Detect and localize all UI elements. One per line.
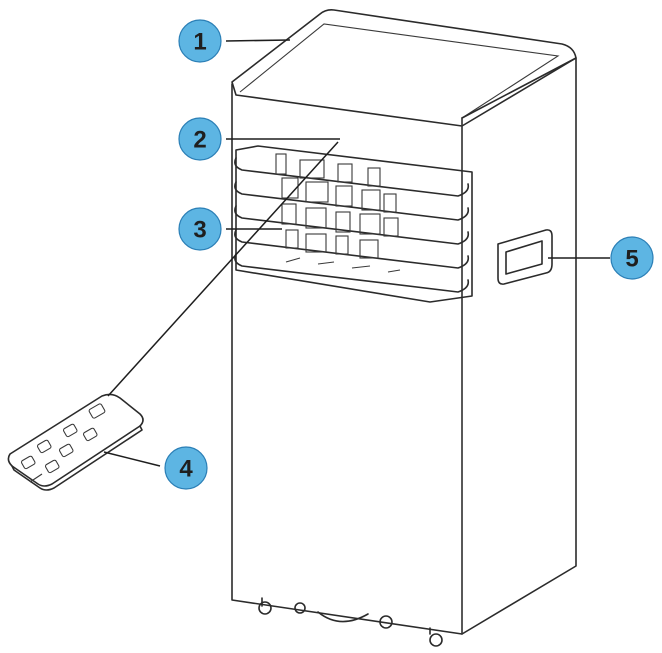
carry-handle xyxy=(497,229,553,285)
remote-buttons xyxy=(20,403,106,483)
caster-wheels xyxy=(258,597,443,647)
callout-5: 5 xyxy=(610,236,654,280)
callout-3-label: 3 xyxy=(193,217,206,244)
side-panel xyxy=(461,57,577,635)
callout-4: 4 xyxy=(164,446,208,490)
air-outlet-grille xyxy=(234,145,473,303)
remote-control xyxy=(7,393,144,491)
callout-2-label: 2 xyxy=(193,127,206,154)
leader-line-2-remote xyxy=(107,141,339,397)
callout-1-label: 1 xyxy=(193,29,206,56)
callout-1: 1 xyxy=(178,19,222,63)
ac-unit xyxy=(231,9,577,647)
callout-4-label: 4 xyxy=(179,456,193,483)
top-panel xyxy=(231,9,577,127)
callout-3: 3 xyxy=(178,207,222,251)
leader-line-1 xyxy=(225,39,291,42)
callout-2: 2 xyxy=(178,117,222,161)
leader-line-4 xyxy=(103,451,161,467)
callout-5-label: 5 xyxy=(625,246,638,273)
leader-lines xyxy=(103,39,610,467)
